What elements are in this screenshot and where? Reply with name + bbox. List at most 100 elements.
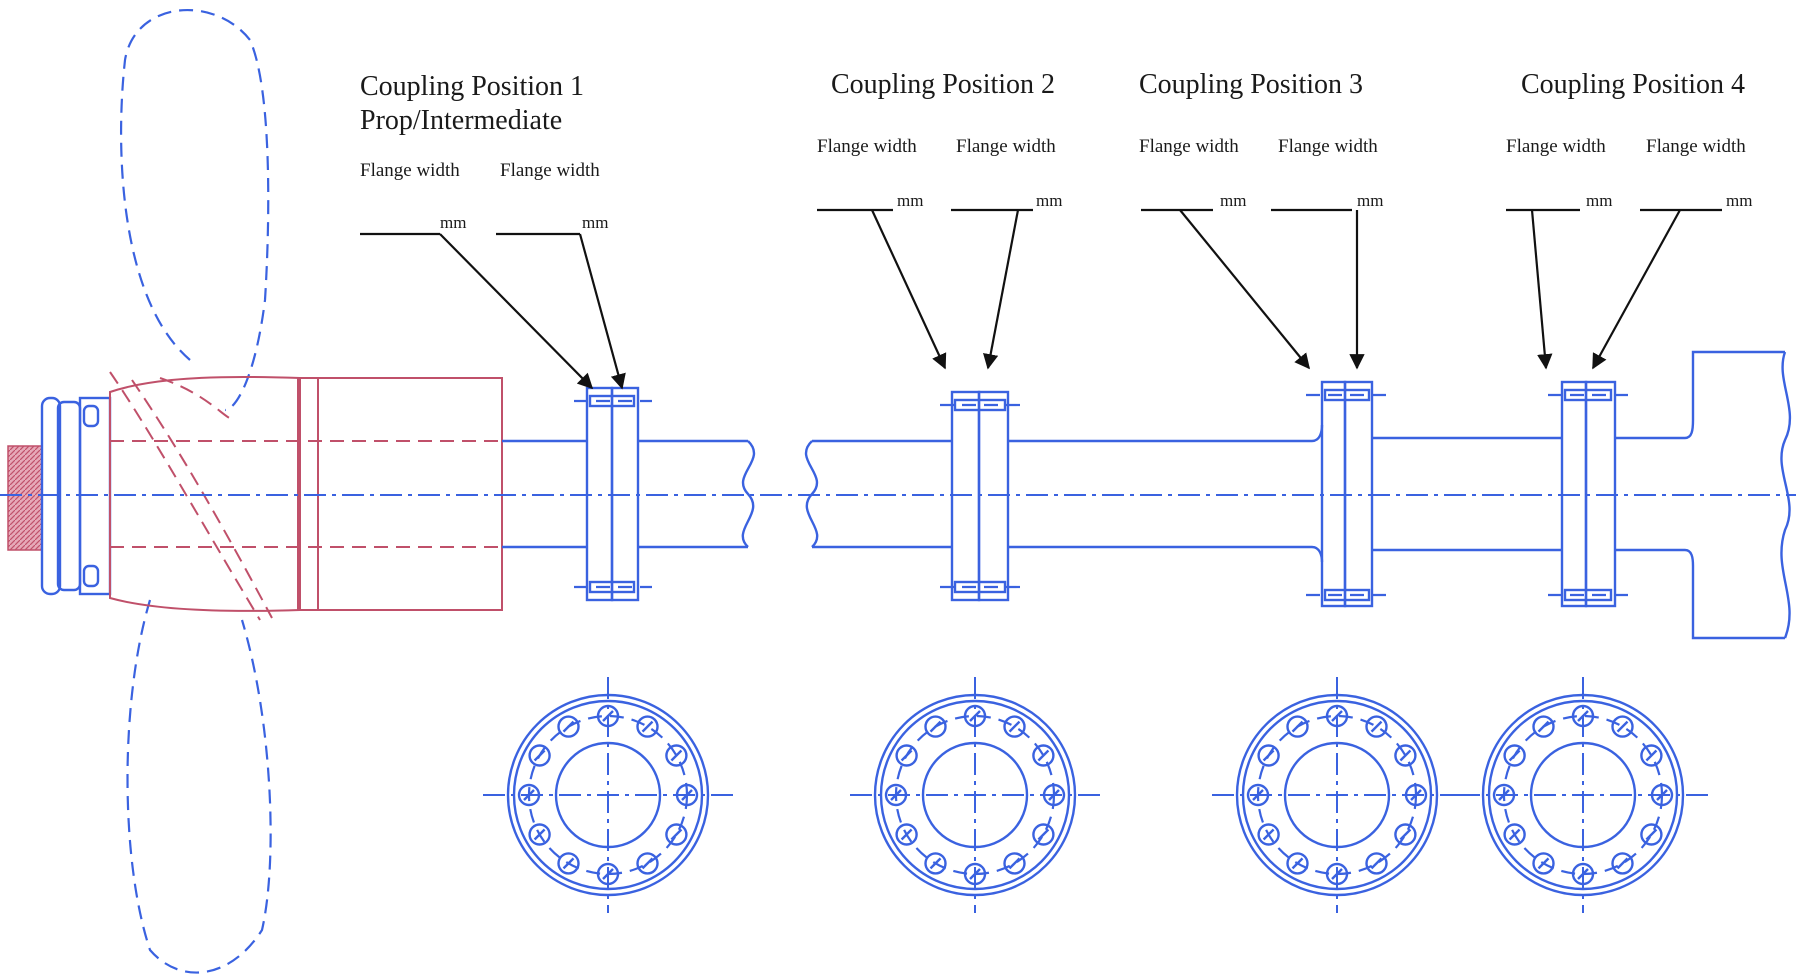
bolt-hole [1032,744,1055,767]
bolt-hole [1503,823,1526,846]
coupling-3-leader-arrow-a [1179,209,1310,370]
bolt-hole-mark [1048,789,1060,801]
bolt-hole-mark [969,868,981,880]
bolt-hole-mark [1252,789,1264,801]
bolt-hole [1532,852,1555,875]
coupling-2-flange-label-b: Flange width [956,136,1056,157]
coupling-3-unit-b: mm [1357,191,1384,210]
coupling-4-flange-label-b: Flange width [1646,136,1746,157]
bolt-hole-mark [1399,749,1412,762]
shaft-segment-5-top [1615,350,1785,440]
bolt-hole [1325,862,1349,886]
gearbox-break [1780,351,1792,639]
bolt-hole-mark [670,749,683,762]
bolt-hole-mark [641,720,654,733]
bolt-hole [1611,715,1634,738]
bolt-hole-mark [602,868,614,880]
coupling-1-subtitle: Prop/Intermediate [360,105,563,136]
bolt-hole [924,715,947,738]
bolt-hole [675,783,699,807]
bolt-hole [1650,783,1674,807]
bolt-hole-mark [533,749,546,762]
bolt-hole-mark [1616,857,1629,870]
bolt-hole [596,704,620,728]
bolt-hole-mark [1508,749,1521,762]
hub-notch-top [82,404,100,428]
bolt-hole-mark [1262,749,1275,762]
coupling-4-leader-arrow-b [1592,209,1681,370]
bolt-hole-mark [1262,828,1275,841]
coupling-1-leader-arrow-a [439,233,594,390]
bolt-hole [1611,852,1634,875]
bolt-hole-mark [1508,828,1521,841]
bolt-hole-mark [900,749,913,762]
bolt-hole [1042,783,1066,807]
bolt-hole [1640,744,1663,767]
coupling-2-unit-a: mm [897,191,924,210]
hub-notch-bottom [82,564,100,588]
bolt-hole-mark [1331,868,1343,880]
bolt-hole-mark [1537,720,1550,733]
coupling-3-flange-label-a: Flange width [1139,136,1239,157]
bolt-hole [1404,783,1428,807]
bolt-hole [1003,715,1026,738]
bolt-hole-mark [1645,749,1658,762]
coupling-3-title: Coupling Position 3 [1139,69,1364,100]
bolt-hole [1286,715,1309,738]
bolt-hole [517,783,541,807]
bolt-hole [1325,704,1349,728]
bolt-hole-mark [533,828,546,841]
blade-root-curve-1 [109,371,261,621]
coupling-4-flange-pair [1548,380,1630,608]
coupling-4-flange-face [1458,677,1708,913]
bolt-hole [1532,715,1555,738]
coupling-4-flange-label-a: Flange width [1506,136,1606,157]
coupling-1-flange-label-b: Flange width [500,160,600,181]
bolt-hole [665,744,688,767]
bolt-hole [665,823,688,846]
bolt-hole-mark [562,857,575,870]
bolt-hole-mark [1008,857,1021,870]
bolt-hole-mark [890,789,902,801]
bolt-hole-mark [1331,710,1343,722]
bolt-hole [557,715,580,738]
coupling-1-unit-b: mm [582,213,609,232]
bolt-hole-mark [1370,857,1383,870]
bolt-hole [528,823,551,846]
bolt-hole [1394,744,1417,767]
bolt-hole-mark [1291,720,1304,733]
bolt-hole-mark [1616,720,1629,733]
bolt-hole [963,862,987,886]
coupling-2-leader-arrow-a [871,209,947,370]
bolt-hole [1365,715,1388,738]
coupling-1-unit-a: mm [440,213,467,232]
coupling-4-leader-arrow-a [1530,209,1553,370]
bolt-hole-mark [1399,828,1412,841]
bolt-hole-mark [523,789,535,801]
bolt-hole [596,862,620,886]
coupling-1-leader-arrow-b [578,233,626,390]
coupling-4-title: Coupling Position 4 [1521,69,1746,100]
coupling-2-title: Coupling Position 2 [831,69,1056,100]
coupling-1-title: Coupling Position 1 [360,71,585,102]
coupling-2-flange-label-a: Flange width [817,136,917,157]
bolt-hole [1286,852,1309,875]
bolt-hole-mark [1410,789,1422,801]
bolt-hole-mark [929,720,942,733]
coupling-2-leader-arrow-b [983,209,1020,370]
bolt-hole [1640,823,1663,846]
coupling-2-unit-b: mm [1036,191,1063,210]
bolt-hole-mark [969,710,981,722]
bolt-hole [1503,744,1526,767]
coupling-1-flange-face [483,677,733,913]
coupling-4-unit-b: mm [1726,191,1753,210]
bolt-hole [1257,823,1280,846]
hub-nut-hatched [7,445,43,551]
bolt-hole [1571,704,1595,728]
bolt-hole-mark [929,857,942,870]
shaft-segment-3-top [1008,424,1324,443]
bolt-hole-mark [562,720,575,733]
bolt-hole-mark [1498,789,1510,801]
bolt-hole [1003,852,1026,875]
